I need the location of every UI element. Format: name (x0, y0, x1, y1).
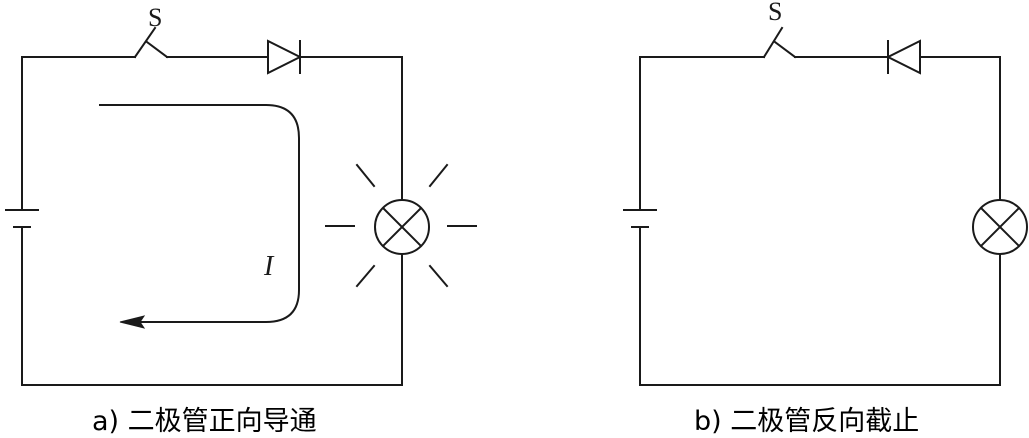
panel-a-diode-forward (267, 39, 303, 75)
panel-a-current-arrowhead (119, 315, 146, 329)
panel-a-lamp-ray-upper-right (428, 163, 449, 188)
panel-b-diode-reverse (885, 39, 921, 75)
panel-a-lamp-ray-lower-right (428, 264, 449, 288)
panel-b-lamp-circle (972, 199, 1028, 255)
panel-b-lamp-cross-2 (979, 206, 1021, 248)
panel-a-forward-conduction: S I a) 二极管正向导通 (5, 3, 477, 437)
panel-a-lamp-lit (325, 163, 477, 288)
panel-b-switch: S (762, 0, 797, 59)
panel-a-wire-loop (21, 56, 403, 386)
panel-a-lamp-ray-upper-left (355, 163, 376, 188)
panel-a-lamp-circle (374, 199, 430, 255)
panel-a-current-label: I (263, 251, 275, 282)
panel-b-battery (623, 209, 657, 228)
panel-a-lamp-cross-2 (381, 206, 423, 248)
panel-a-switch-blade (133, 26, 157, 59)
panel-a-switch: S (133, 3, 169, 59)
panel-b-diode-triangle (885, 39, 921, 75)
panel-b-switch-contact (773, 40, 797, 59)
panel-b-lamp-off (972, 199, 1028, 255)
panel-b-caption: b) 二极管反向截止 (694, 406, 919, 437)
panel-a-switch-contact (145, 40, 169, 59)
panel-a-current-path (99, 104, 300, 323)
panel-b-reverse-cutoff: S b) 二极管反向截止 (623, 0, 1028, 437)
panel-a-current-arrow: I (99, 104, 300, 329)
panel-a-switch-label: S (148, 3, 162, 32)
panel-b-switch-blade (762, 26, 784, 59)
panel-b-wire-loop (639, 56, 1001, 386)
panel-a-lamp-ray-lower-left (355, 264, 376, 288)
panel-b-switch-label: S (768, 0, 782, 26)
panel-a-battery (5, 209, 39, 228)
panel-a-diode-triangle (267, 39, 303, 75)
panel-a-caption: a) 二极管正向导通 (92, 406, 317, 437)
